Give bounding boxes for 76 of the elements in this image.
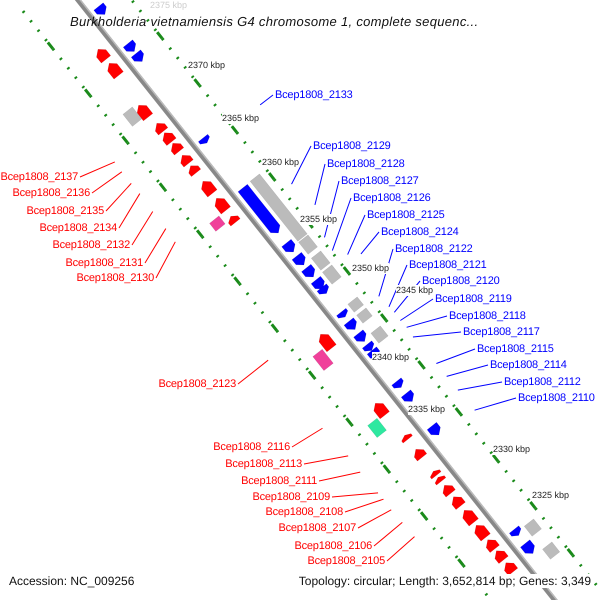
gene-label: Bcep1808_2118 xyxy=(449,309,526,323)
leader-line xyxy=(446,364,488,377)
gene-label: Bcep1808_2110 xyxy=(518,391,595,405)
gene-label: Bcep1808_2107 xyxy=(278,521,356,535)
gene-label: Bcep1808_2105 xyxy=(307,554,385,568)
leader-line xyxy=(291,146,312,185)
gene-label: Bcep1808_2137 xyxy=(0,170,78,184)
leader-line xyxy=(406,316,448,328)
gene-label: Bcep1808_2125 xyxy=(367,208,445,222)
leader-line xyxy=(318,472,361,482)
leader-line xyxy=(106,182,132,212)
leader-line xyxy=(436,348,476,364)
gene-label: Bcep1808_2106 xyxy=(294,539,372,553)
gene-label: Bcep1808_2135 xyxy=(26,204,104,218)
scale-tick-label: 2325 kbp xyxy=(532,490,570,501)
leader-line xyxy=(156,241,176,278)
leader-line xyxy=(304,455,349,464)
gene-label: Bcep1808_2109 xyxy=(252,490,330,504)
gene-label: Bcep1808_2111 xyxy=(241,474,317,488)
leader-line xyxy=(412,332,462,338)
gene-label: Bcep1808_2133 xyxy=(275,88,353,102)
leader-line xyxy=(358,509,392,528)
gene-label: Bcep1808_2131 xyxy=(65,256,143,270)
gene-label: Bcep1808_2129 xyxy=(313,139,391,153)
gene-label: Bcep1808_2116 xyxy=(213,440,290,454)
leader-line xyxy=(80,161,116,178)
leader-line xyxy=(260,94,274,106)
gene-label: Bcep1808_2115 xyxy=(477,342,554,356)
leader-line xyxy=(332,198,352,252)
gene-label: Bcep1808_2123 xyxy=(158,377,236,391)
gene-label: Bcep1808_2117 xyxy=(463,325,540,339)
gene-label: Bcep1808_2127 xyxy=(341,174,419,188)
gene-label: Bcep1808_2120 xyxy=(422,274,500,288)
gene-label: Bcep1808_2119 xyxy=(435,292,512,306)
scale-tick-label: 2340 kbp xyxy=(372,352,410,363)
gene-label: Bcep1808_2112 xyxy=(504,375,581,389)
scale-tick-label: 2335 kbp xyxy=(408,404,446,415)
gene-label: Bcep1808_2128 xyxy=(327,157,405,171)
leader-line xyxy=(238,360,269,384)
leader-line xyxy=(360,232,380,254)
leader-line xyxy=(292,428,323,448)
gene-label: Bcep1808_2134 xyxy=(39,221,117,235)
scale-tick-label: 2330 kbp xyxy=(493,444,530,455)
leader-line xyxy=(400,298,434,321)
leader-line xyxy=(144,228,166,264)
scale-tick-label: 2355 kbp xyxy=(300,214,338,225)
gene-label: Bcep1808_2121 xyxy=(409,258,487,272)
leader-line xyxy=(332,492,379,498)
sequence-info-text: Topology: circular; Length: 3,652,814 bp; Genes: 3,349 xyxy=(298,574,591,588)
leader-line xyxy=(457,382,502,391)
accession-text: Accession: NC_009256 xyxy=(9,574,134,588)
leader-line xyxy=(118,193,140,228)
leader-line xyxy=(314,164,326,206)
map-title: Burkholderia vietnamiensis G4 chromosome 1, complete sequenc... xyxy=(70,14,478,29)
scale-tick-label: 2345 kbp xyxy=(396,285,434,296)
leader-line xyxy=(92,171,122,194)
scale-tick-label: 2360 kbp xyxy=(262,157,300,168)
leader-line xyxy=(132,211,154,246)
scale-tick-label: 2370 kbp xyxy=(188,60,226,71)
leader-line xyxy=(344,498,384,512)
leader-line xyxy=(386,536,416,562)
gene-label: Bcep1808_2114 xyxy=(490,358,567,372)
gene-label: Bcep1808_2136 xyxy=(12,186,90,200)
gene-label: Bcep1808_2132 xyxy=(52,238,130,252)
gene-label: Bcep1808_2130 xyxy=(76,271,154,285)
scale-tick-label: 2350 kbp xyxy=(352,263,390,274)
gene-label: Bcep1808_2122 xyxy=(395,242,473,256)
leader-line xyxy=(374,522,403,546)
gene-label: Bcep1808_2113 xyxy=(225,457,302,471)
leader-line xyxy=(388,264,408,308)
scale-tick-label: 2365 kbp xyxy=(222,113,260,124)
leader-line xyxy=(347,214,366,256)
leader-line xyxy=(474,398,516,411)
gene-label: Bcep1808_2108 xyxy=(265,505,343,519)
gene-label: Bcep1808_2124 xyxy=(381,225,459,239)
gene-label: Bcep1808_2126 xyxy=(353,191,431,205)
